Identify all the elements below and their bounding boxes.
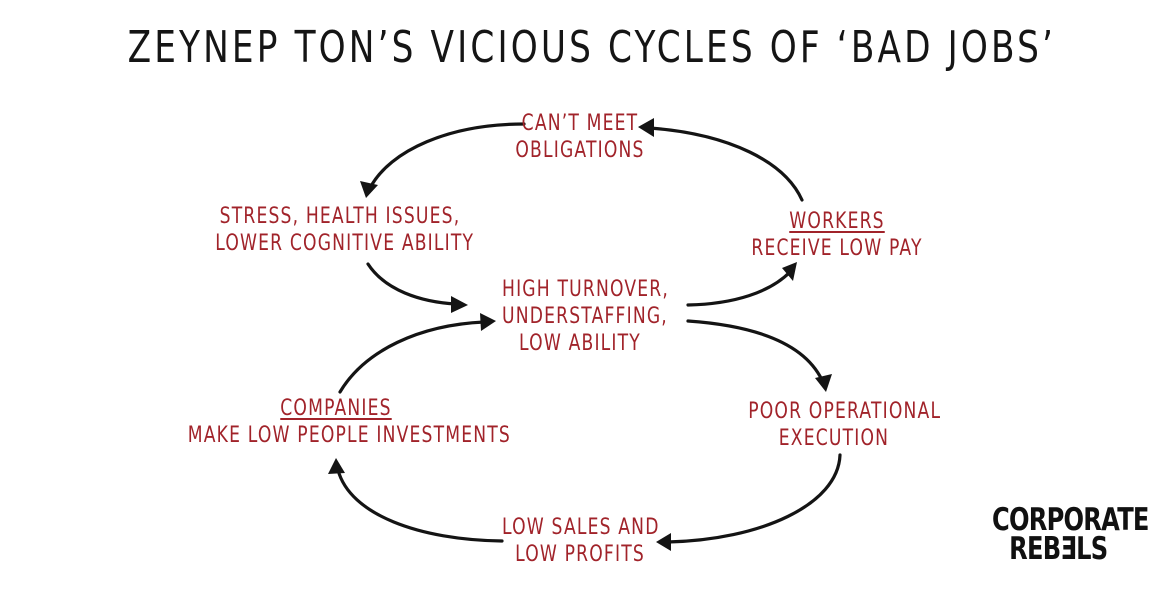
node-stress-health: STRESS, HEALTH ISSUES, LOWER COGNITIVE A…: [215, 203, 475, 257]
arrowhead-workers: [782, 262, 797, 281]
arrow-poor-ops-to-low-sales: [666, 453, 842, 544]
diagram-title: ZEYNEP TON’S VICIOUS CYCLES OF ‘BAD JOBS…: [127, 22, 1057, 73]
node-poor-ops-line-2: EXECUTION: [778, 426, 890, 451]
arrow-low-sales-to-companies: [336, 468, 504, 543]
node-cant-meet-line-1: CAN’T MEET: [521, 111, 639, 136]
node-companies-investments: COMPANIES MAKE LOW PEOPLE INVESTMENTS: [187, 395, 511, 449]
node-low-sales-profits: LOW SALES AND LOW PROFITS: [502, 514, 658, 568]
arrow-center-to-poor-ops: [686, 319, 824, 382]
logo-line-1: CORPORATE: [992, 502, 1149, 538]
node-workers-line-1: RECEIVE LOW PAY: [751, 236, 923, 261]
node-center-line-2: UNDERSTAFFING,: [502, 304, 668, 329]
node-cant-meet-obligations: CAN’T MEET OBLIGATIONS: [502, 110, 658, 164]
arrow-companies-to-center: [338, 320, 486, 394]
node-center-line-3: LOW ABILITY: [519, 331, 641, 356]
arrowhead-poor-ops: [815, 374, 832, 392]
arrow-stress-to-center: [366, 262, 458, 306]
node-center-line-1: HIGH TURNOVER,: [502, 277, 669, 302]
arrowhead-companies: [328, 458, 345, 474]
node-companies-label: COMPANIES: [280, 396, 392, 421]
logo-line-2: REBƎLS: [1009, 531, 1108, 567]
arrowhead-center-top: [451, 296, 468, 313]
arrow-cant-meet-to-stress: [368, 122, 526, 190]
node-stress-line-1: STRESS, HEALTH ISSUES,: [219, 204, 461, 229]
node-stress-line-2: LOWER COGNITIVE ABILITY: [215, 231, 475, 256]
arrowhead-center-bottom: [480, 313, 496, 331]
corporate-rebels-logo: CORPORATE REBƎLS: [992, 502, 1149, 567]
node-high-turnover: HIGH TURNOVER, UNDERSTAFFING, LOW ABILIT…: [502, 276, 669, 357]
node-poor-ops-line-1: POOR OPERATIONAL: [748, 399, 942, 424]
node-poor-operational-execution: POOR OPERATIONAL EXECUTION: [748, 398, 942, 452]
arrowhead-low-sales: [656, 533, 671, 551]
node-workers-low-pay: WORKERS RECEIVE LOW PAY: [743, 208, 930, 262]
arrow-center-to-workers: [686, 270, 792, 307]
arrow-workers-to-cant-meet: [648, 126, 804, 202]
node-workers-label: WORKERS: [789, 209, 885, 234]
node-low-sales-line-2: LOW PROFITS: [515, 542, 645, 567]
node-low-sales-line-1: LOW SALES AND: [502, 515, 660, 540]
node-companies-line-1: MAKE LOW PEOPLE INVESTMENTS: [187, 423, 511, 448]
arrowhead-cant-meet: [638, 118, 654, 137]
node-cant-meet-line-2: OBLIGATIONS: [515, 138, 645, 163]
arrowhead-stress: [360, 181, 378, 198]
